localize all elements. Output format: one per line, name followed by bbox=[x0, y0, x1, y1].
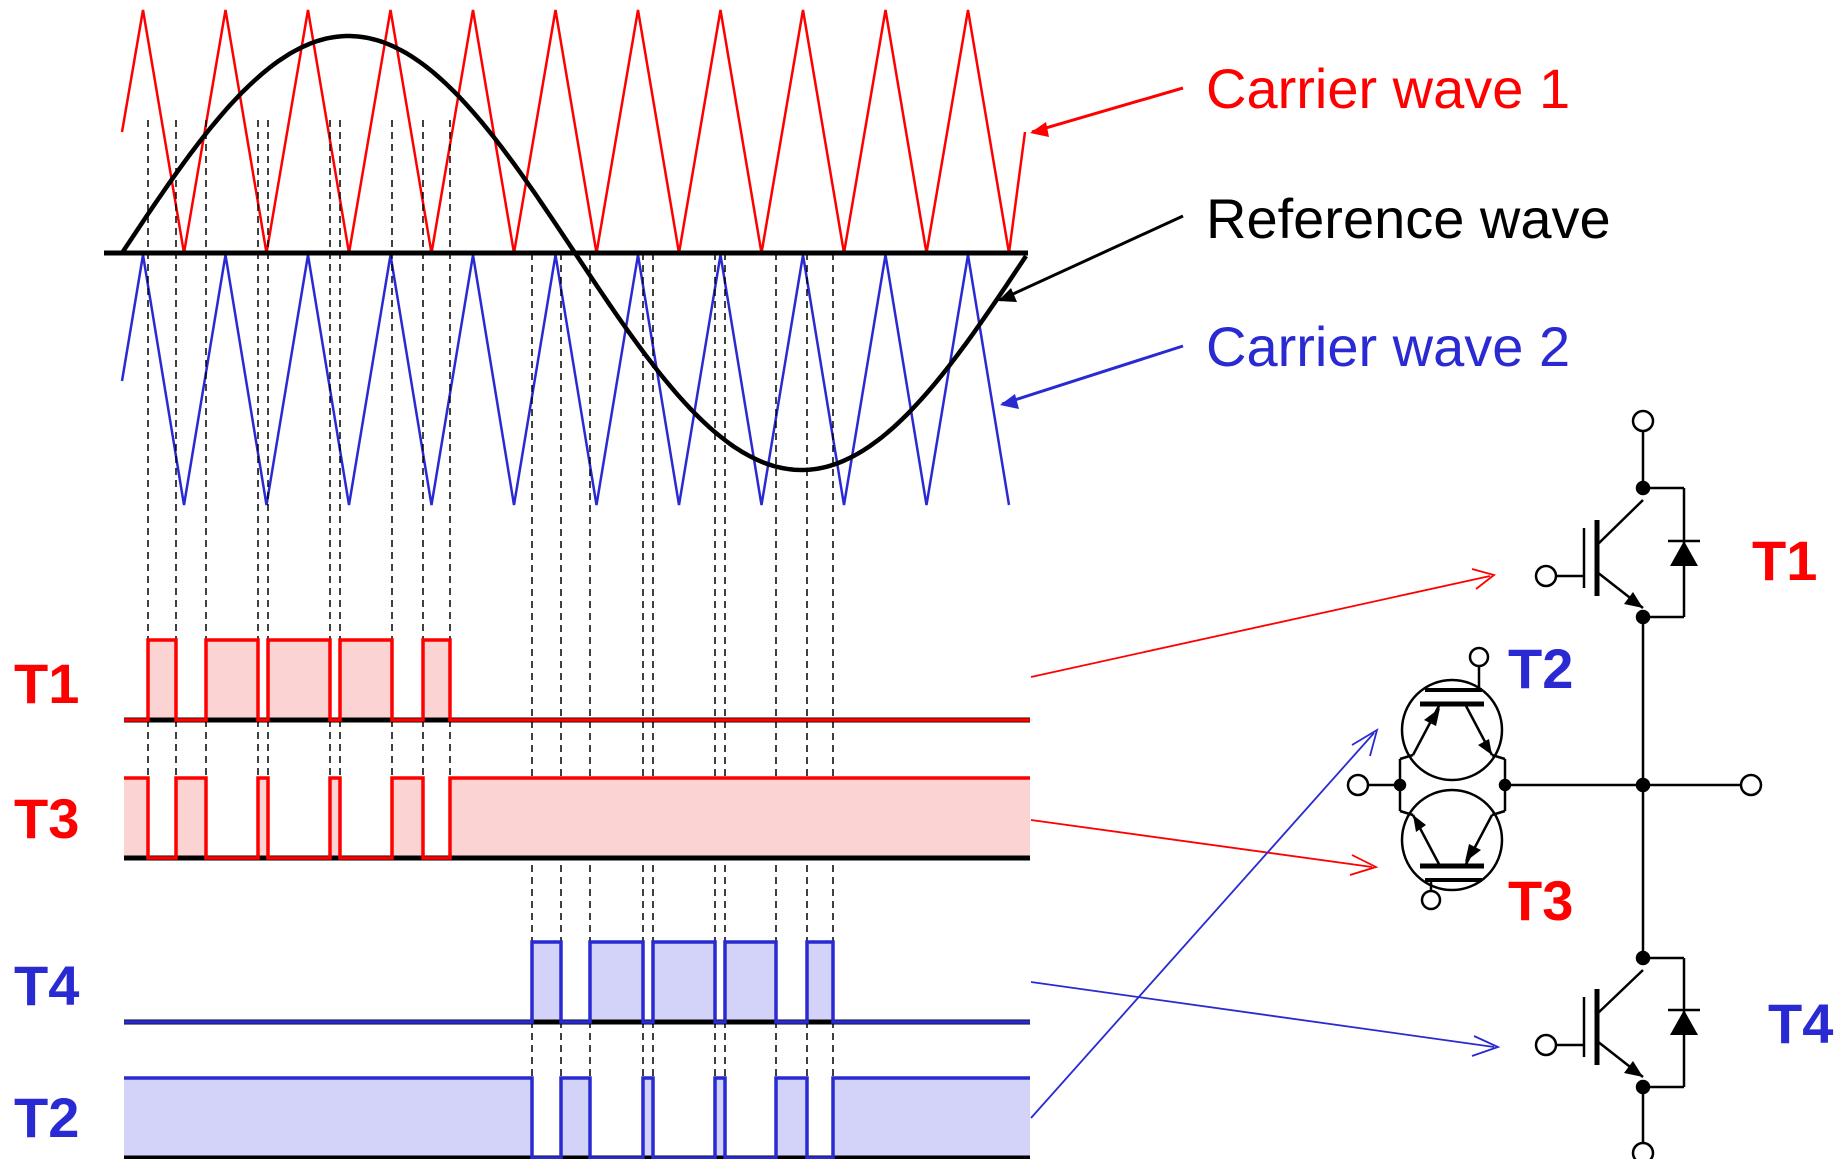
carrier-2-pointer bbox=[1001, 344, 1184, 406]
t1-gate-terminal bbox=[1534, 564, 1558, 588]
t2-pulse-fill-5 bbox=[833, 1078, 1030, 1158]
t4-connector bbox=[1030, 981, 1495, 1048]
t4-pulse-fill-1 bbox=[590, 942, 643, 1022]
switch-left-terminal bbox=[1346, 773, 1370, 797]
t2-gate-terminal bbox=[1468, 646, 1490, 668]
t3-gate-terminal bbox=[1420, 889, 1442, 911]
signal-to-switch-arrows bbox=[1030, 568, 1501, 1119]
t1-diode bbox=[1670, 541, 1698, 566]
circuit-t1-label: T1 bbox=[1752, 529, 1817, 592]
t1-pulse-fill-2 bbox=[268, 640, 330, 720]
t3-signal bbox=[124, 776, 1030, 861]
t4-label: T4 bbox=[14, 954, 79, 1017]
carrier-wave-2 bbox=[120, 254, 1011, 506]
t1-label: T1 bbox=[14, 652, 79, 715]
carrier-1-pointer bbox=[1031, 86, 1184, 134]
label-arrows bbox=[998, 86, 1184, 409]
t1-signal bbox=[124, 638, 1030, 723]
t4-connector-head bbox=[1471, 1035, 1501, 1057]
circuit-t4-label: T4 bbox=[1768, 992, 1833, 1055]
t3-pulse-fill-5 bbox=[450, 778, 1030, 858]
t2-signal bbox=[124, 1076, 1030, 1161]
reference-pointer bbox=[999, 214, 1184, 302]
carrier-1-arrowhead bbox=[1030, 122, 1049, 137]
t2-label: T2 bbox=[14, 1086, 79, 1149]
t2-connector-head bbox=[1351, 728, 1379, 757]
t4-igbt bbox=[1534, 950, 1700, 1095]
circuit-t2-label: T2 bbox=[1508, 637, 1573, 700]
t4-gate-terminal bbox=[1534, 1033, 1558, 1057]
t2-waveform bbox=[124, 1076, 1030, 1160]
t3-pulse-fill-3 bbox=[330, 778, 340, 858]
reference-arrowhead bbox=[998, 288, 1017, 302]
waveforms bbox=[104, 9, 1028, 506]
t3-pulse-fill-2 bbox=[258, 778, 268, 858]
t2-pulse-fill-3 bbox=[715, 1078, 725, 1158]
t1-pulse-fill-0 bbox=[148, 640, 176, 720]
gate-signals bbox=[124, 638, 1030, 1161]
bidirectional-switch bbox=[1346, 646, 1518, 911]
t3-waveform bbox=[124, 776, 1030, 860]
t1-connector bbox=[1030, 575, 1491, 678]
t4-pulse-fill-2 bbox=[653, 942, 715, 1022]
t3-pulse-fill-4 bbox=[392, 778, 423, 858]
t3-connector-head bbox=[1349, 854, 1379, 876]
top-terminal bbox=[1631, 409, 1655, 433]
carrier-wave-1 bbox=[120, 9, 1027, 254]
reference-wave bbox=[120, 33, 1028, 473]
t4-pulse-fill-0 bbox=[532, 942, 561, 1022]
t2-connector bbox=[1030, 732, 1375, 1119]
bottom-terminal bbox=[1631, 1141, 1655, 1164]
t1-connector-head bbox=[1471, 568, 1496, 590]
t1-igbt bbox=[1534, 480, 1700, 625]
t2-pulse-fill-2 bbox=[643, 1078, 653, 1158]
t2-pulse-fill-4 bbox=[776, 1078, 807, 1158]
circuit-t3-label: T3 bbox=[1508, 869, 1573, 932]
carrier-2-arrowhead bbox=[1000, 394, 1019, 409]
carrier-wave-1-label: Carrier wave 1 bbox=[1206, 57, 1570, 120]
midpoint-node bbox=[1635, 777, 1651, 793]
t1-pulse-fill-1 bbox=[206, 640, 258, 720]
t1-waveform bbox=[124, 638, 1030, 722]
t2-transistor-ring bbox=[1400, 678, 1504, 782]
t3-pulse-fill-1 bbox=[176, 778, 206, 858]
output-terminal bbox=[1739, 773, 1763, 797]
projection-lines bbox=[147, 120, 834, 1155]
t4-signal bbox=[124, 940, 1030, 1025]
t3-connector bbox=[1030, 819, 1373, 868]
carrier-wave-2-label: Carrier wave 2 bbox=[1206, 315, 1570, 378]
t4-waveform bbox=[124, 940, 1030, 1024]
circuit bbox=[1346, 409, 1763, 1164]
t4-diode bbox=[1670, 1010, 1698, 1035]
reference-wave-label: Reference wave bbox=[1206, 187, 1611, 250]
t3-pulse-fill-0 bbox=[124, 778, 148, 858]
t2-pulse-fill-0 bbox=[124, 1078, 532, 1158]
t2-pulse-fill-1 bbox=[561, 1078, 590, 1158]
t4-pulse-fill-3 bbox=[725, 942, 776, 1022]
t4-pulse-fill-4 bbox=[807, 942, 833, 1022]
t1-pulse-fill-3 bbox=[340, 640, 392, 720]
t3-transistor-ring bbox=[1400, 788, 1504, 892]
t1-pulse-fill-4 bbox=[423, 640, 450, 720]
t3-label: T3 bbox=[14, 787, 79, 850]
